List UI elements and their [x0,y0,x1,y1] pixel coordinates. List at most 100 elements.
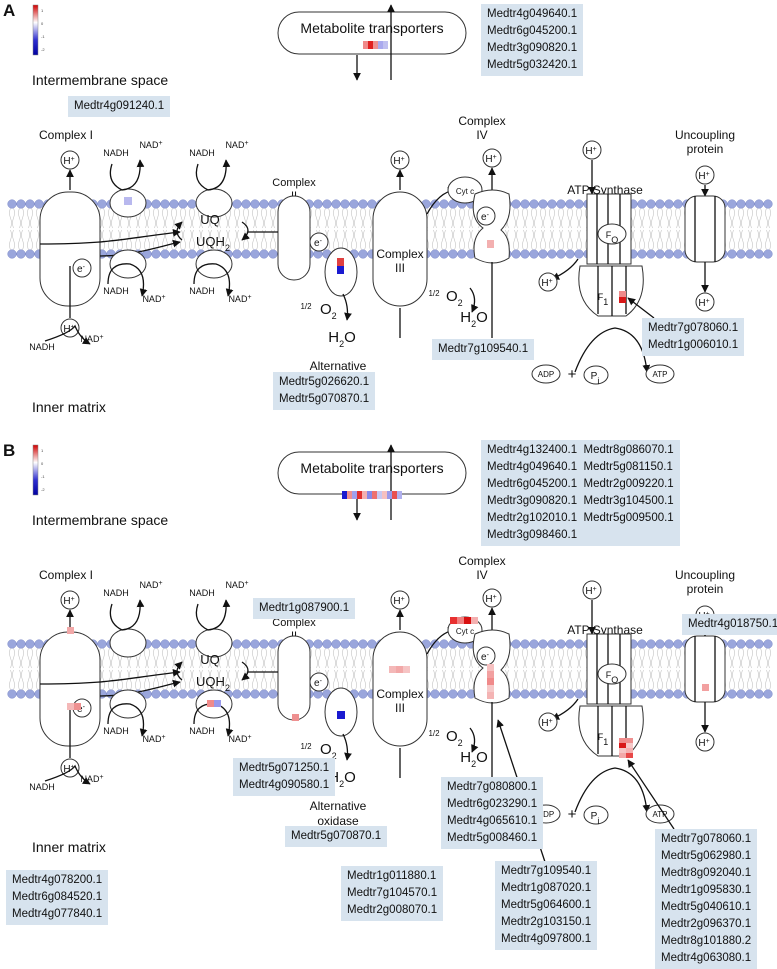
lipid-head-top [178,639,188,649]
lipid-head-bottom [187,249,197,259]
lipid-head-top [349,639,359,649]
lipid-head-top [268,199,278,209]
b-atp-heat-2-cell [626,738,633,743]
b-complex-iii-genes: Medtr1g011880.1 Medtr7g104570.1 Medtr2g0… [341,866,444,921]
b-legend-tick: 1 [41,448,44,453]
b-atp-fo-inner [597,663,627,685]
b-complex-iii-label-2: III [395,701,405,715]
lipid-head-top [556,639,566,649]
lipid-head-bottom [520,249,530,259]
a-o2-half-iv: 1/2 [428,289,440,298]
lipid-head-bottom [457,249,467,259]
a-complex-ii-electron [309,232,329,252]
a-complex-i-heat-cell [124,197,132,205]
lipid-head-bottom [16,689,26,699]
a-transporter-heat-cell [373,41,378,49]
lipid-head-top [763,199,773,209]
a-transporter-genes: Medtr4g049640.1 Medtr6g045200.1 Medtr3g0… [481,4,584,76]
a-inner-matrix-label: Inner matrix [32,399,106,415]
b-atp-proton-top-label: H+ [585,586,596,598]
a-uncoupling-body [684,195,726,263]
lipid-head-top [754,639,764,649]
lipid-head-top [241,199,251,209]
lipid-head-top [151,199,161,209]
a-uq-cycle-left [174,221,183,241]
b-complex-iv-heat-cell [487,692,494,699]
b-atp-f1-body [578,705,644,757]
b-uncoupling-heat-cell [702,684,709,691]
lipid-head-bottom [358,689,368,699]
a-atp-proton-bottom [538,272,558,292]
b-uq-label: UQ [200,652,220,667]
lipid-head-bottom [763,249,773,259]
lipid-head-top [538,639,548,649]
lipid-head-top [664,199,674,209]
lipid-head-bottom [727,689,737,699]
b-atp-heat-2-cell [626,743,633,748]
lipid-head-bottom [268,249,278,259]
lipid-head-top [673,639,683,649]
a-ndh-top-arrow [109,159,145,191]
lipid-head-top [367,639,377,649]
lipid-head-top [25,639,35,649]
a-intermembrane-label: Intermembrane space [32,72,168,88]
lipid-head-top [745,639,755,649]
lipid-head-top [268,639,278,649]
b-complex-iii-heat-cell [403,666,410,673]
b-complex-iii-heat-cell [389,666,396,673]
lipid-head-top [556,199,566,209]
b-ndh-bot-arrow [107,703,148,737]
a-transporter-heat-cell [368,41,373,49]
lipid-head-bottom [646,249,656,259]
b-complex-iii-label: Complex [376,687,423,701]
a-complex-ii-label: Complex [272,177,316,189]
a-complex-iv-genes-text: Medtr7g109540.1 [438,343,529,355]
lipid-head-top [232,199,242,209]
a-o2-label-iv: O2 [446,288,463,308]
lipid-head-top [250,199,260,209]
lipid-head-top [178,199,188,209]
lipid-head-bottom [169,689,179,699]
b-complex-i-b-heat-cell [207,700,214,707]
lipid-head-top [7,639,17,649]
a-atp-genes-text: Medtr7g078060.1 Medtr1g006010.1 [648,322,739,351]
a-complex-i-genes: Medtr4g091240.1 [68,96,171,117]
b-complex-iv-genes-text: Medtr7g109540.1 Medtr1g087020.1 Medtr5g0… [501,865,592,945]
b-o2-half-iv: 1/2 [428,729,440,738]
b-matrix-proton-label: H+ [63,764,74,776]
b-ndh-top-nadh: NADH [189,588,215,598]
lipid-head-top [97,639,107,649]
b-legend-bar [32,444,39,496]
lipid-head-top [151,639,161,649]
lipid-head-top [313,639,323,649]
lipid-head-bottom [232,249,242,259]
lipid-head-bottom [655,689,665,699]
b-complex-i-matrix-genes: Medtr5g071250.1 Medtr4g090580.1 [233,758,336,796]
lipid-head-top [160,199,170,209]
a-complex-iv-label-2: IV [476,128,487,142]
b-atp-proton-top [582,580,602,600]
lipid-head-bottom [547,249,557,259]
b-cyt-c-heat-cell [457,617,464,624]
a-atp-proton-top [582,140,602,160]
b-complex-iv-heat-cell [487,685,494,692]
b-ndh-bot-nadh: NADH [103,726,129,736]
a-o2-half: 1/2 [300,302,312,311]
a-alt-oxidase-label: Alternative [310,359,367,373]
b-complex-ii-electron-label: e- [314,678,323,690]
b-uncoupling-proton-bottom-label: H+ [698,738,709,750]
b-alt-oxidase-genes-text: Medtr5g070870.1 [291,830,382,842]
b-inner-matrix-label: Inner matrix [32,839,106,855]
a-matrix-nadh: NADH [29,342,55,352]
b-transporter-heat-cell [357,491,362,499]
b-complex-ii-electron [309,672,329,692]
a-ndh-top-nadh: NADH [103,148,129,158]
lipid-head-bottom [448,689,458,699]
a-ndh-top-nadh: NADH [189,148,215,158]
b-transporter-heat-cell [347,491,352,499]
lipid-head-top [655,639,665,649]
lipid-head-top [16,199,26,209]
lipid-head-top [673,199,683,209]
lipid-head-top [736,639,746,649]
lipid-head-top [34,639,44,649]
